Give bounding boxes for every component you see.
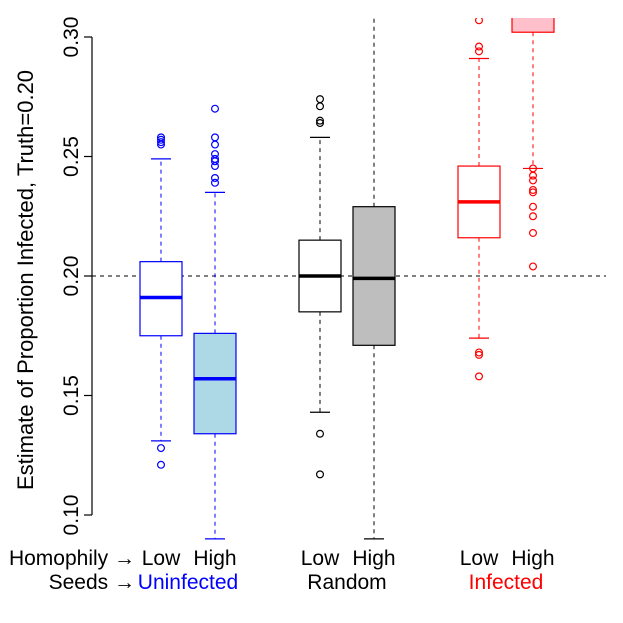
outlier-point	[475, 350, 484, 359]
iqr-box	[511, 18, 555, 33]
box-uninfected-high	[193, 104, 237, 540]
outlier-point	[211, 150, 220, 159]
outlier-point	[316, 119, 325, 128]
outlier-point	[528, 185, 537, 194]
outlier-point	[316, 95, 325, 104]
outlier-point	[528, 262, 537, 271]
y-axis-title: Estimate of Proportion Infected, Truth=0…	[13, 70, 38, 490]
outlier-point	[316, 429, 325, 438]
outlier-point	[211, 104, 220, 113]
outlier-point	[528, 171, 537, 180]
category-label: Low	[460, 547, 499, 570]
outlier-point	[157, 135, 166, 144]
outlier-point	[211, 174, 220, 183]
category-label: High	[511, 547, 554, 570]
outlier-point	[528, 188, 537, 197]
outlier-point	[157, 460, 166, 469]
group-label-random: Random	[307, 571, 386, 594]
box-random-high	[352, 18, 396, 540]
outlier-point	[528, 164, 537, 173]
outlier-point	[211, 154, 220, 163]
y-tick-label: 0.30	[60, 17, 83, 58]
outlier-point	[528, 228, 537, 237]
outlier-point	[157, 444, 166, 453]
seeds-row-label: Seeds →	[49, 571, 135, 594]
outlier-point	[211, 133, 220, 142]
outlier-point	[316, 102, 325, 111]
outlier-point	[211, 178, 220, 187]
outlier-point	[528, 212, 537, 221]
outlier-point	[157, 133, 166, 142]
outlier-point	[157, 138, 166, 147]
homophily-row-label: Homophily →	[9, 547, 135, 570]
outlier-point	[211, 140, 220, 149]
outlier-point	[475, 348, 484, 357]
outlier-point	[528, 202, 537, 211]
category-label: Low	[142, 547, 181, 570]
outlier-point	[475, 47, 484, 56]
iqr-box	[193, 332, 237, 435]
box-random-low	[298, 95, 342, 479]
outlier-point	[528, 176, 537, 185]
outlier-point	[475, 18, 483, 25]
outlier-point	[475, 372, 484, 381]
iqr-box	[352, 206, 396, 346]
category-label: High	[352, 547, 395, 570]
box-uninfected-low	[139, 133, 183, 469]
y-tick-label: 0.15	[60, 375, 83, 416]
group-label-infected: Infected	[469, 571, 544, 594]
outlier-point	[475, 42, 484, 51]
category-label: High	[193, 547, 236, 570]
outlier-point	[316, 116, 325, 125]
outlier-point	[316, 470, 325, 479]
category-label: Low	[301, 547, 340, 570]
y-tick-label: 0.10	[60, 495, 83, 536]
box-infected-high	[511, 18, 555, 271]
group-label-uninfected: Uninfected	[138, 571, 238, 594]
y-tick-label: 0.25	[60, 136, 83, 177]
y-tick-label: 0.20	[60, 256, 83, 297]
box-infected-low	[457, 18, 501, 381]
